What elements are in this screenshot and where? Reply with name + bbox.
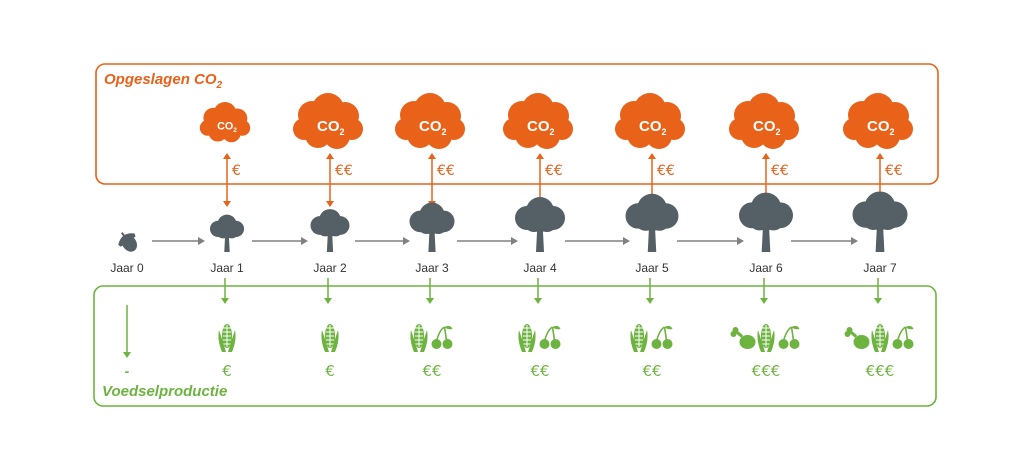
food-value: €€ [530, 362, 549, 380]
food-value: €€€ [752, 362, 781, 380]
year-label: Jaar 2 [313, 261, 347, 275]
cloud-co2-label: CO2 [867, 118, 895, 137]
corn-icon [871, 324, 889, 352]
food-value: €€ [642, 362, 661, 380]
food-value: €€ [422, 362, 441, 380]
cloud-co2-label: CO2 [419, 118, 447, 137]
corn-icon [321, 324, 339, 352]
food-arrow-head [426, 298, 434, 304]
cloud-co2-label: CO2 [753, 118, 781, 137]
food-arrow-head [324, 298, 332, 304]
food-box [93, 285, 937, 407]
corn-icon [218, 324, 236, 352]
cherries-icon [431, 325, 453, 349]
year-label: Jaar 7 [863, 261, 897, 275]
food-value: € [222, 362, 232, 380]
co2-exchange-arrow-up-head [536, 153, 544, 159]
cherries-icon [892, 325, 914, 349]
corn-icon [630, 324, 648, 352]
cherries-icon [539, 325, 561, 349]
acorn-icon [118, 232, 138, 252]
cloud-co2-label: CO2 [217, 120, 237, 134]
cloud-icon: CO2 [729, 93, 799, 149]
cloud-icon: CO2 [199, 101, 251, 143]
cloud-co2-label: CO2 [639, 118, 667, 137]
food-box-title: Voedselproductie [102, 383, 227, 400]
year-label: Jaar 6 [749, 261, 783, 275]
co2-value: €€ [771, 163, 789, 179]
food-arrow-head [760, 298, 768, 304]
growth-arrow-head [851, 237, 858, 245]
cherries-icon [651, 325, 673, 349]
co2-value: €€ [335, 163, 353, 179]
co2-exchange-arrow-up-head [326, 153, 334, 159]
tree-icon [409, 202, 455, 252]
tree-icon [515, 197, 565, 252]
tree-icon [739, 192, 793, 252]
cloud-icon: CO2 [843, 93, 913, 149]
tree-icon [210, 214, 244, 252]
food-arrow-head [534, 298, 542, 304]
co2-exchange-arrow-down-head [326, 201, 334, 207]
co2-box [95, 63, 939, 185]
co2-value: €€ [657, 163, 675, 179]
food-arrow-head [123, 352, 131, 358]
year-label: Jaar 3 [415, 261, 449, 275]
food-value: € [325, 362, 335, 380]
growth-arrow-head [737, 237, 744, 245]
year-label: Jaar 0 [110, 261, 144, 275]
food-arrow-head [874, 298, 882, 304]
food-arrow-head [646, 298, 654, 304]
co2-exchange-arrow-down-head [223, 201, 231, 207]
cloud-co2-label: CO2 [317, 118, 345, 137]
co2-exchange-arrow-up-head [223, 153, 231, 159]
cloud-icon: CO2 [615, 93, 685, 149]
cloud-co2-label: CO2 [527, 118, 555, 137]
meat-icon [844, 327, 870, 349]
co2-exchange-arrow-up-head [648, 153, 656, 159]
co2-value: €€ [885, 163, 903, 179]
growth-arrow-head [511, 237, 518, 245]
tree-icon [625, 193, 679, 252]
year-label: Jaar 5 [635, 261, 669, 275]
cherries-icon [778, 325, 800, 349]
growth-arrow-head [623, 237, 630, 245]
tree-icon [852, 191, 908, 252]
growth-arrow-head [403, 237, 410, 245]
cloud-icon: CO2 [293, 93, 363, 149]
co2-exchange-arrow-up-head [762, 153, 770, 159]
co2-exchange-arrow-up-head [876, 153, 884, 159]
corn-icon [410, 324, 428, 352]
food-value: - [125, 363, 130, 379]
cloud-icon: CO2 [395, 93, 465, 149]
co2-value: €€ [545, 163, 563, 179]
food-arrow-head [221, 298, 229, 304]
corn-icon [757, 324, 775, 352]
co2-box-title: Opgeslagen CO2 [104, 71, 223, 91]
year-label: Jaar 4 [523, 261, 557, 275]
year-label: Jaar 1 [210, 261, 244, 275]
growth-arrow-head [198, 237, 205, 245]
food-value: €€€ [866, 362, 895, 380]
meat-icon [730, 327, 756, 349]
corn-icon [518, 324, 536, 352]
tree-icon [310, 209, 350, 252]
co2-value: € [232, 163, 241, 179]
cloud-icon: CO2 [503, 93, 573, 149]
co2-value: €€ [437, 163, 455, 179]
growth-arrow-head [301, 237, 308, 245]
co2-exchange-arrow-up-head [428, 153, 436, 159]
